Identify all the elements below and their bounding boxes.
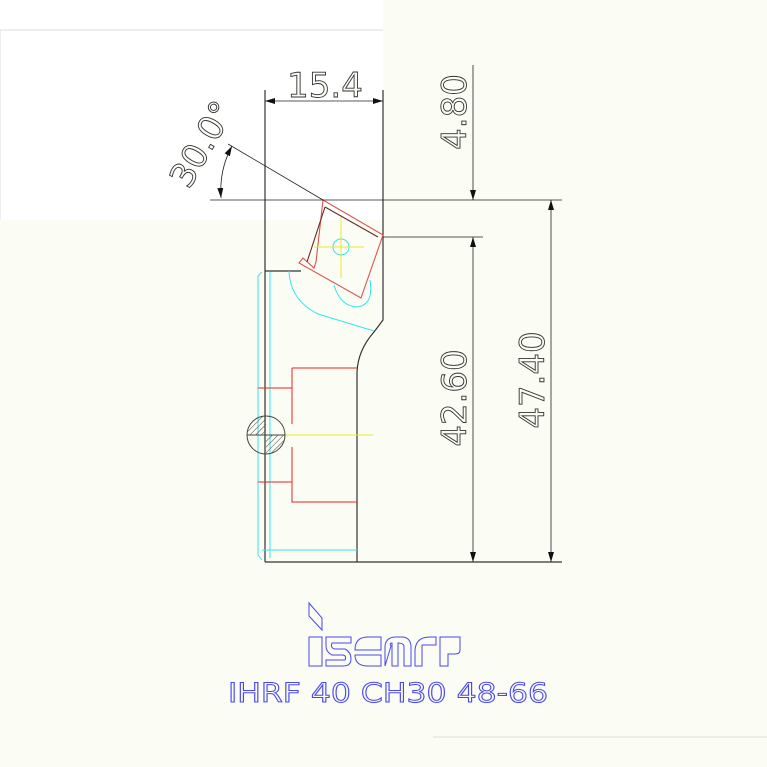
tool-body-outline <box>264 90 562 563</box>
cutting-insert <box>298 199 384 299</box>
dimension-depth: 4.80 <box>435 74 475 150</box>
dimension-lines <box>210 65 562 562</box>
hidden-lines <box>257 238 375 561</box>
section-circle <box>246 415 286 455</box>
iscar-logo <box>308 601 461 667</box>
dimension-width: 15.4 <box>287 66 363 106</box>
part-designation: IHRF 40 CH30 48-66 <box>228 678 548 709</box>
dimension-total-height: 47.40 <box>513 331 553 428</box>
section-lines <box>258 367 357 503</box>
dimension-insert-height: 42.60 <box>435 349 475 446</box>
paper-region <box>0 0 383 220</box>
